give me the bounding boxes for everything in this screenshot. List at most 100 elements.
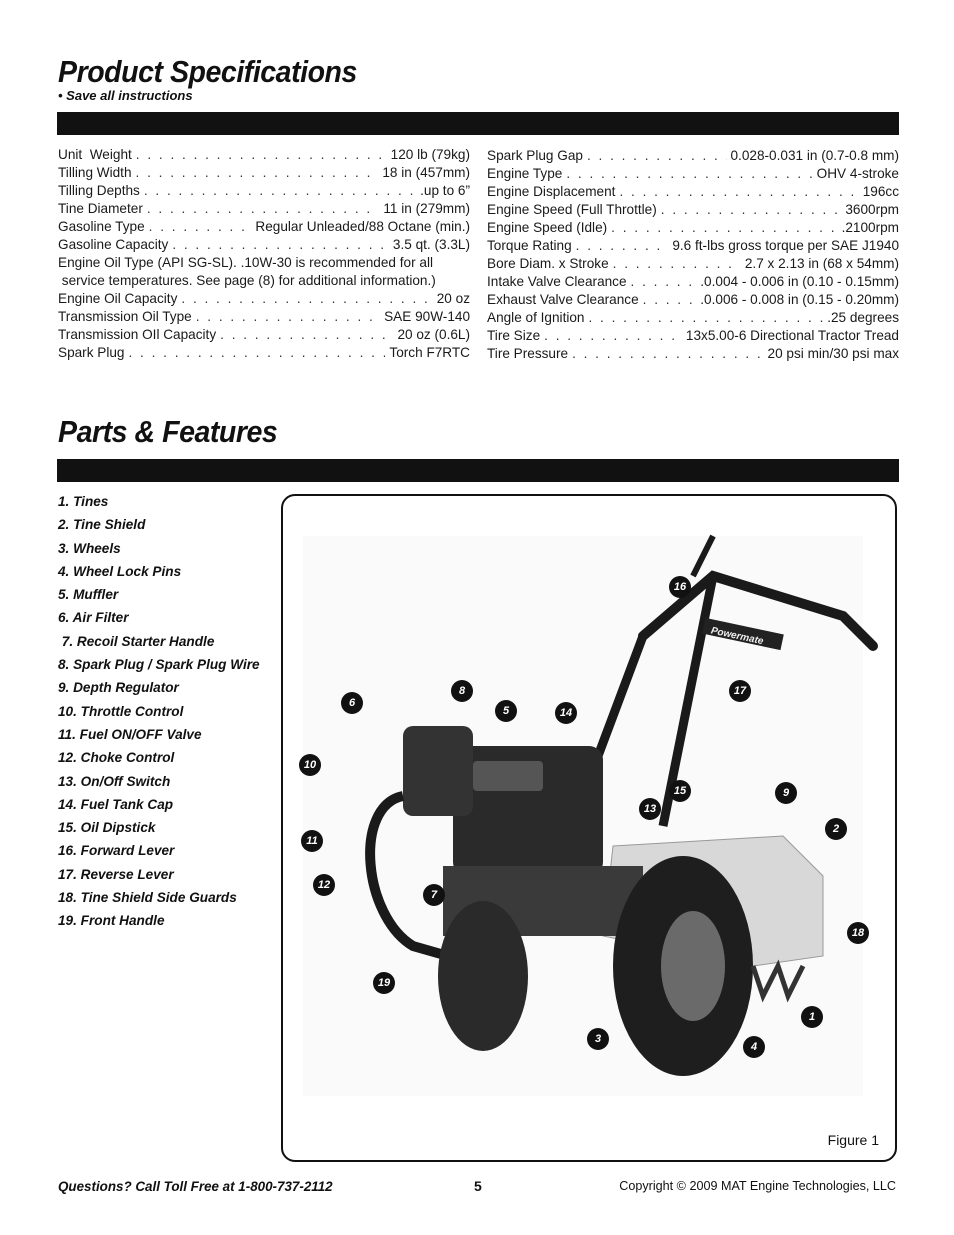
callout-2: 2 bbox=[825, 818, 847, 840]
page-number: 5 bbox=[474, 1178, 482, 1194]
parts-list-item: 12. Choke Control bbox=[58, 750, 175, 766]
tiller-illustration: Powermate bbox=[303, 534, 878, 1096]
spec-label: Tilling Depths bbox=[58, 183, 140, 198]
spec-value: OHV 4-stroke bbox=[816, 166, 899, 181]
specs-right-column: Spark Plug Gap. . . . . . . . . . . . . … bbox=[487, 147, 899, 363]
callout-18: 18 bbox=[847, 922, 869, 944]
parts-list-item: 14. Fuel Tank Cap bbox=[58, 796, 174, 812]
footer-copyright: Copyright © 2009 MAT Engine Technologies… bbox=[619, 1179, 896, 1193]
parts-list-item: 3. Wheels bbox=[58, 540, 121, 556]
leader-dots: . . . . . . . . . . . . . . . . . . . . … bbox=[146, 201, 379, 216]
parts-list-item: 19. Front Handle bbox=[58, 913, 165, 929]
spec-label: Spark Plug bbox=[58, 345, 125, 360]
parts-list-item: 17. Reverse Lever bbox=[58, 866, 174, 882]
leader-dots: . . . . . . . . . . . . . . . . . . . . … bbox=[172, 237, 389, 252]
specs-title: Product Specifications bbox=[58, 54, 357, 89]
spec-label: Spark Plug Gap bbox=[487, 148, 583, 163]
leader-dots: . . . . . . . . . . . . . . . . . . . . … bbox=[588, 310, 824, 325]
save-instructions-note: • Save all instructions bbox=[58, 88, 193, 103]
spec-value: 20 psi min/30 psi max bbox=[767, 346, 899, 361]
spec-value: 18 in (457mm) bbox=[382, 165, 470, 180]
leader-dots: . . . . . . . . . . . . . . . . . . . . … bbox=[181, 291, 432, 306]
spec-value: .25 degrees bbox=[827, 310, 899, 325]
footer-phone: Questions? Call Toll Free at 1-800-737-2… bbox=[58, 1179, 333, 1194]
spec-label: Bore Diam. x Stroke bbox=[487, 256, 609, 271]
parts-list-item: 9. Depth Regulator bbox=[58, 680, 179, 696]
callout-10: 10 bbox=[299, 754, 321, 776]
spec-label: Engine Speed (Idle) bbox=[487, 220, 608, 235]
callout-6: 6 bbox=[341, 692, 363, 714]
spec-label: service temperatures. See page (8) for a… bbox=[58, 273, 436, 288]
leader-dots: . . . . . . . . . . . . . . . . . . . . … bbox=[630, 274, 697, 289]
callout-3: 3 bbox=[587, 1028, 609, 1050]
leader-dots: . . . . . . . . . . . . . . . . . . . . … bbox=[128, 345, 386, 360]
spec-label: Engine Oil Capacity bbox=[58, 291, 178, 306]
figure-1-box: Powermate 16 17 8 6 5 14 10 15 9 13 2 11… bbox=[281, 494, 897, 1162]
spec-label: Engine Oil Type (API SG-SL). .10W-30 is … bbox=[58, 255, 433, 270]
spec-row: Tire Size. . . . . . . . . . . . . . . .… bbox=[487, 327, 899, 345]
spec-row: Tilling Width. . . . . . . . . . . . . .… bbox=[58, 164, 470, 182]
spec-row: Engine Speed (Idle). . . . . . . . . . .… bbox=[487, 219, 899, 237]
parts-list-item: 13. On/Off Switch bbox=[58, 773, 171, 789]
callout-11: 11 bbox=[301, 830, 323, 852]
spec-label: Transmission Oil Type bbox=[58, 309, 192, 324]
tines-shape bbox=[750, 959, 806, 1003]
leader-dots: . . . . . . . . . . . . . . . . . . . . … bbox=[135, 165, 379, 180]
leader-dots: . . . . . . . . . . . . . . . . . . . . … bbox=[619, 184, 858, 199]
parts-list-item: 18. Tine Shield Side Guards bbox=[58, 890, 237, 906]
spec-row: Engine Type. . . . . . . . . . . . . . .… bbox=[487, 165, 899, 183]
callout-7: 7 bbox=[423, 884, 445, 906]
spec-value: 20 oz bbox=[436, 291, 470, 306]
spec-row: Transmission OIl Capacity. . . . . . . .… bbox=[58, 326, 470, 344]
leader-dots: . . . . . . . . . . . . . . . . . . . . … bbox=[660, 202, 842, 217]
spec-value: 11 in (279mm) bbox=[383, 201, 470, 216]
parts-list-item: 11. Fuel ON/OFF Valve bbox=[58, 726, 202, 742]
spec-label: Tire Size bbox=[487, 328, 541, 343]
spec-label: Intake Valve Clearance bbox=[487, 274, 627, 289]
spec-row: Unit Weight. . . . . . . . . . . . . . .… bbox=[58, 146, 470, 164]
spec-value: SAE 90W-140 bbox=[384, 309, 470, 324]
spec-row: service temperatures. See page (8) for a… bbox=[58, 272, 470, 290]
parts-list-item: 2. Tine Shield bbox=[58, 517, 146, 533]
specs-header-bar bbox=[57, 112, 899, 135]
leader-dots: . . . . . . . . . . . . . . . . . . . . … bbox=[586, 148, 727, 163]
spec-value: 20 oz (0.6L) bbox=[397, 327, 470, 342]
spec-label: Tine Diameter bbox=[58, 201, 143, 216]
spec-row: Angle of Ignition. . . . . . . . . . . .… bbox=[487, 309, 899, 327]
spec-row: Exhaust Valve Clearance. . . . . . . . .… bbox=[487, 291, 899, 309]
parts-list-item: 7. Recoil Starter Handle bbox=[58, 633, 215, 649]
spec-value: .2100rpm bbox=[841, 220, 899, 235]
spec-row: Gasoline Capacity. . . . . . . . . . . .… bbox=[58, 236, 470, 254]
callout-19: 19 bbox=[373, 972, 395, 994]
spec-value: 0.028-0.031 in (0.7-0.8 mm) bbox=[730, 148, 900, 163]
parts-title: Parts & Features bbox=[58, 414, 278, 449]
spec-row: Bore Diam. x Stroke. . . . . . . . . . .… bbox=[487, 255, 899, 273]
leader-dots: . . . . . . . . . . . . . . . . . . . . … bbox=[612, 256, 741, 271]
spec-value: .0.006 - 0.008 in (0.15 - 0.20mm) bbox=[700, 292, 899, 307]
specs-left-column: Unit Weight. . . . . . . . . . . . . . .… bbox=[58, 146, 470, 362]
rear-wheel-shape bbox=[438, 901, 528, 1051]
callout-4: 4 bbox=[743, 1036, 765, 1058]
callout-12: 12 bbox=[313, 874, 335, 896]
figure-caption: Figure 1 bbox=[827, 1132, 879, 1148]
spec-row: Tine Diameter. . . . . . . . . . . . . .… bbox=[58, 200, 470, 218]
air-filter bbox=[403, 726, 473, 816]
front-handle-shape bbox=[365, 791, 485, 971]
callout-1: 1 bbox=[801, 1006, 823, 1028]
parts-header-bar bbox=[57, 459, 899, 482]
spec-row: Spark Plug Gap. . . . . . . . . . . . . … bbox=[487, 147, 899, 165]
spec-value: .0.004 - 0.006 in (0.10 - 0.15mm) bbox=[700, 274, 899, 289]
brand-plate bbox=[702, 617, 784, 651]
leader-dots: . . . . . . . . . . . . . . . . . . . . … bbox=[220, 327, 393, 342]
parts-list-item: 10. Throttle Control bbox=[58, 703, 184, 719]
spec-label: Gasoline Type bbox=[58, 219, 145, 234]
parts-list-item: 6. Air Filter bbox=[58, 610, 129, 626]
spec-row: Engine Oil Capacity. . . . . . . . . . .… bbox=[58, 290, 470, 308]
callout-13: 13 bbox=[639, 798, 661, 820]
spec-value: Regular Unleaded/88 Octane (min.) bbox=[255, 219, 470, 234]
spec-label: Engine Type bbox=[487, 166, 563, 181]
leader-dots: . . . . . . . . . . . . . . . . . . . . … bbox=[566, 166, 812, 181]
spec-label: Transmission OIl Capacity bbox=[58, 327, 217, 342]
parts-list-item: 8. Spark Plug / Spark Plug Wire bbox=[58, 657, 260, 673]
